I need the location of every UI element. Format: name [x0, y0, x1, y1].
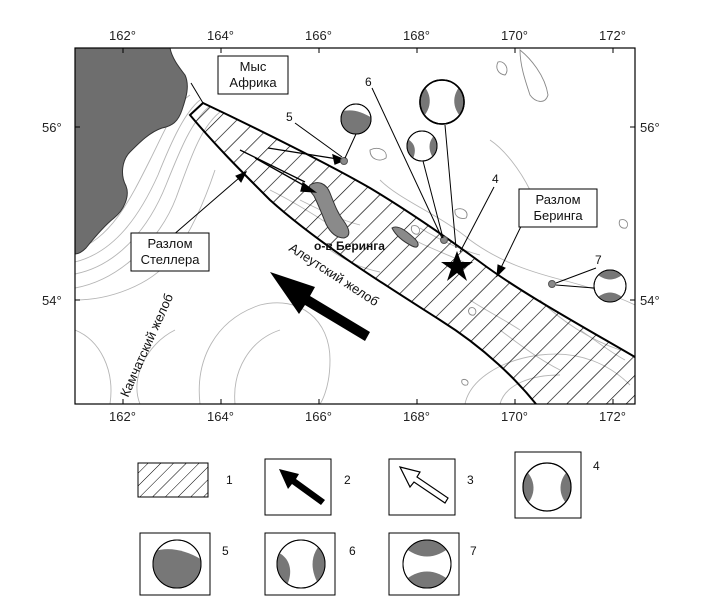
medny-island — [391, 226, 419, 248]
tick-label: 172° — [599, 409, 626, 424]
legend-num: 2 — [344, 473, 351, 487]
tick-label: 168° — [403, 409, 430, 424]
leader-lines — [171, 82, 597, 289]
plate-motion-arrow — [270, 272, 370, 341]
kamchatka-trench-label: Камчатский желоб — [117, 291, 176, 399]
tick-label: 172° — [599, 28, 626, 43]
tick-label: 54° — [42, 293, 62, 308]
map-body: Алеутский желоб Камчатский желоб о-в Бер… — [75, 48, 635, 404]
callout-5: 5 — [286, 110, 293, 124]
tick-label: 164° — [207, 28, 234, 43]
tick-label: 170° — [501, 28, 528, 43]
callout-4: 4 — [492, 172, 499, 186]
kamchatka-land — [75, 48, 188, 255]
legend-item-6: 6 — [264, 532, 356, 596]
tick-label: 162° — [109, 28, 136, 43]
tick-label: 166° — [305, 409, 332, 424]
steller-label: Стеллера — [141, 252, 201, 267]
legend-num: 7 — [470, 544, 477, 558]
legend-num: 3 — [467, 473, 474, 487]
tick-label: 162° — [109, 409, 136, 424]
steller-fault-box: Разлом Стеллера — [130, 232, 210, 272]
legend-item-4: 4 — [514, 451, 600, 519]
cape-africa-box: Мыс Африка — [217, 55, 289, 95]
tick-label: 166° — [305, 28, 332, 43]
map-frame — [74, 47, 636, 405]
legend-item-3: 3 — [388, 458, 474, 516]
epicenters — [340, 157, 556, 288]
epicenter-4-star — [441, 251, 473, 281]
bering-island-label: о-в Беринга — [314, 239, 385, 253]
lon-ticks-bottom: 162° 164° 166° 168° 170° 172° — [109, 409, 626, 424]
tick-label: 170° — [501, 409, 528, 424]
epicenter-7 — [548, 280, 556, 288]
tick-label: 164° — [207, 409, 234, 424]
tick-label: 56° — [42, 120, 62, 135]
lat-ticks: 56° 54° 56° 54° — [42, 120, 660, 308]
focal-mechanism-5 — [340, 103, 372, 135]
legend-item-7: 7 — [388, 532, 477, 596]
epicenter-6 — [440, 236, 448, 244]
frame-ticks — [75, 48, 635, 404]
callout-6: 6 — [365, 75, 372, 89]
tick-label: 54° — [640, 293, 660, 308]
cape-label: Мыс — [240, 59, 267, 74]
fault-zone — [188, 101, 635, 404]
bering-fault-label: Разлом — [535, 192, 580, 207]
legend-item-5: 5 — [139, 532, 229, 596]
tick-label: 56° — [640, 120, 660, 135]
legend-num: 5 — [222, 544, 229, 558]
legend: 1 2 3 4 — [137, 451, 600, 596]
bering-island — [308, 182, 350, 239]
bering-fault-box: Разлом Беринга — [518, 188, 598, 228]
epicenter-5 — [340, 157, 348, 165]
legend-item-2: 2 — [264, 458, 351, 516]
bering-fault-label: Беринга — [533, 208, 583, 223]
steller-label: Разлом — [147, 236, 192, 251]
legend-num: 1 — [226, 473, 233, 487]
callout-7: 7 — [595, 253, 602, 267]
legend-num: 6 — [349, 544, 356, 558]
legend-item-1: 1 — [137, 462, 233, 498]
slip-arrows — [239, 147, 347, 193]
cape-label: Африка — [229, 75, 277, 90]
lon-ticks-top: 162° 164° 166° 168° 170° 172° — [109, 28, 626, 43]
legend-num: 4 — [593, 459, 600, 473]
focal-mechanism-large — [419, 79, 465, 125]
focal-mechanism-6 — [406, 130, 438, 162]
tick-label: 168° — [403, 28, 430, 43]
